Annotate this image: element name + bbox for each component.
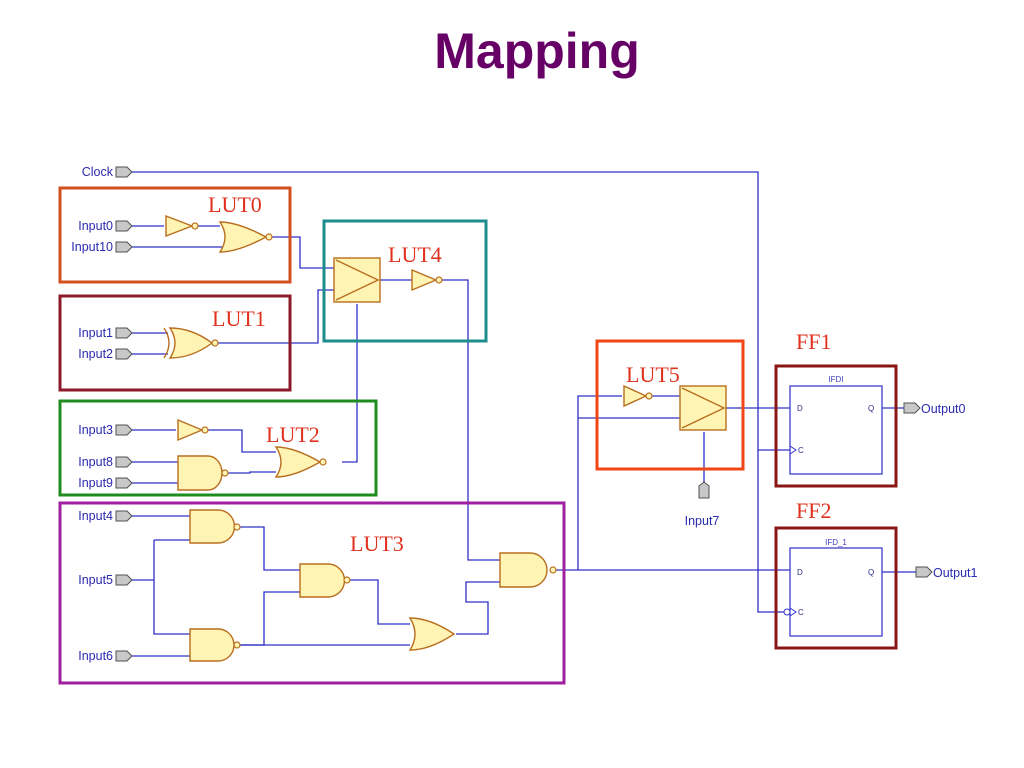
input2-label: Input2 [78, 347, 113, 361]
input4-label: Input4 [78, 509, 113, 523]
ff1-label: FF1 [796, 329, 831, 354]
input0-label: Input0 [78, 219, 113, 233]
lut5-label: LUT5 [626, 362, 680, 387]
lut3-label: LUT3 [350, 531, 404, 556]
lut1-border [58, 294, 292, 392]
lut0-label: LUT0 [208, 192, 262, 217]
block-labels: LUT0 LUT1 LUT2 LUT3 LUT4 LUT5 FF1 FF2 [208, 192, 831, 556]
ff2-c-pin: C [798, 608, 804, 617]
input7-pad [698, 481, 710, 499]
lut0-border [58, 186, 292, 284]
input7-label: Input7 [685, 514, 720, 528]
lut4-border [322, 219, 488, 343]
lut4-label: LUT4 [388, 242, 442, 267]
ff2-border [774, 526, 898, 650]
ff1-border [774, 364, 898, 488]
input8-label: Input8 [78, 455, 113, 469]
io-pads [115, 166, 933, 662]
lut1-label: LUT1 [212, 306, 266, 331]
ff1-cell-name: IFDI [828, 375, 843, 384]
port-labels: Clock Input0 Input10 Input1 Input2 Input… [71, 165, 977, 663]
input10-label: Input10 [71, 240, 113, 254]
ff1-d-pin: D [797, 404, 803, 413]
lut2-border [58, 399, 378, 497]
lut5-border [595, 339, 745, 471]
ff2-d-pin: D [797, 568, 803, 577]
input5-label: Input5 [78, 573, 113, 587]
lut2-label: LUT2 [266, 422, 320, 447]
input9-label: Input9 [78, 476, 113, 490]
ff2-label: FF2 [796, 498, 831, 523]
ff1-q-pin: Q [868, 404, 874, 413]
input3-label: Input3 [78, 423, 113, 437]
ff2-cell-name: IFD_1 [825, 538, 847, 547]
output0-label: Output0 [921, 402, 966, 416]
input6-label: Input6 [78, 649, 113, 663]
input1-label: Input1 [78, 326, 113, 340]
ff2-cell [783, 547, 883, 637]
lut3-border [58, 501, 566, 685]
gates [163, 214, 727, 662]
ff-pin-labels: IFDI D Q C IFD_1 D Q C [797, 375, 874, 617]
ff1-c-pin: C [798, 446, 804, 455]
wires [132, 171, 916, 657]
ff1-cell [789, 385, 883, 475]
page-title: Mapping [434, 23, 640, 79]
block-borders [58, 186, 898, 685]
ff2-q-pin: Q [868, 568, 874, 577]
clock-pad [115, 166, 133, 178]
clock-label: Clock [82, 165, 114, 179]
output1-label: Output1 [933, 566, 978, 580]
